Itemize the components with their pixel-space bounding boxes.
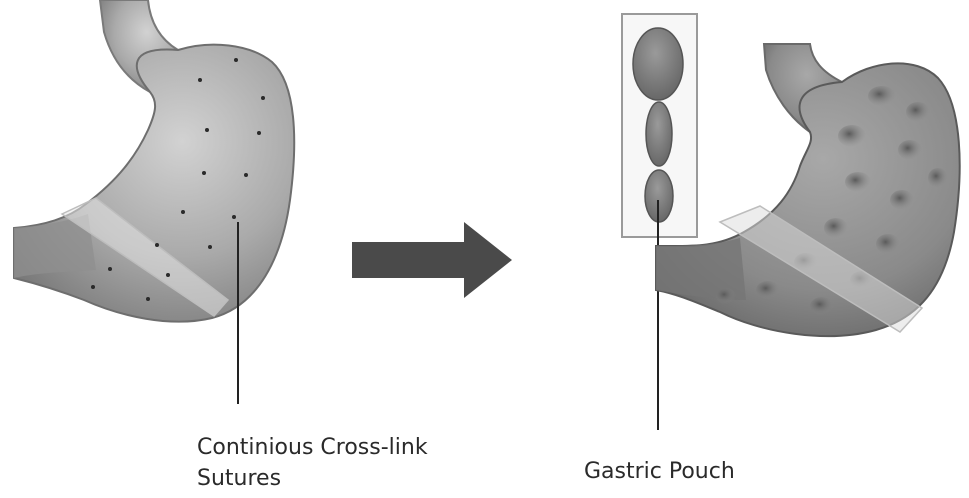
process-arrow [352,222,512,298]
gastric-pouch-label: Gastric Pouch [584,456,735,487]
gastric-pouch-inset [622,14,697,237]
sutures-label: Continious Cross-link Sutures [197,432,428,494]
pouch-segment-1 [646,102,672,166]
pouch-top [633,28,683,100]
stomach-before [14,0,294,322]
stomach-after [656,44,960,336]
sutures-label-line1: Continious Cross-link [197,432,428,463]
sutures-label-line2: Sutures [197,463,428,494]
stomach-body-left [14,45,294,322]
